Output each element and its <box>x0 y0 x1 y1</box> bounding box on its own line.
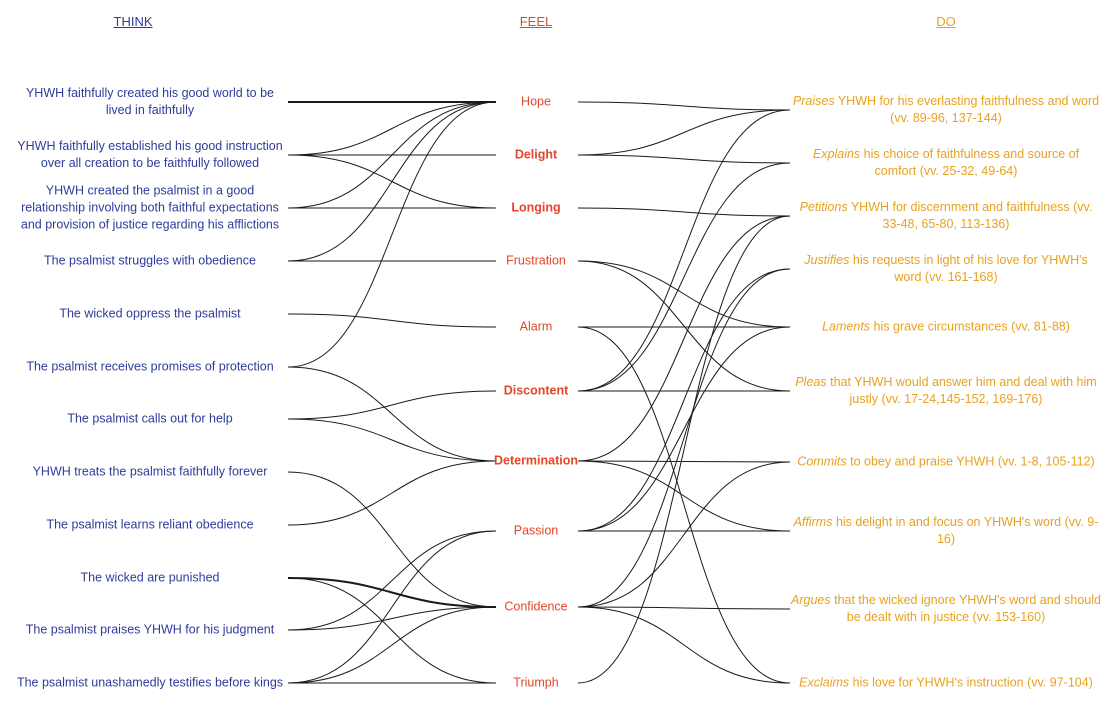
think-node: The psalmist calls out for help <box>67 411 233 426</box>
feel-node: Determination <box>493 453 579 468</box>
think-feel-link <box>287 577 497 684</box>
think-feel-link <box>287 101 497 368</box>
think-feel-link <box>287 366 497 462</box>
think-node: The psalmist learns reliant obedience <box>46 517 254 532</box>
think-node: YHWH treats the psalmist faithfully fore… <box>32 464 268 479</box>
do-node: Praises YHWH for his everlasting faithfu… <box>791 93 1101 127</box>
do-text: his grave circumstances (vv. 81-88) <box>870 319 1070 334</box>
do-text: to obey and praise YHWH (vv. 1-8, 105-11… <box>846 454 1095 469</box>
do-text: his delight in and focus on YHWH's word … <box>832 515 1099 546</box>
think-node: YHWH faithfully established his good ins… <box>17 139 283 170</box>
feel-do-link <box>577 268 791 532</box>
think-node: YHWH faithfully created his good world t… <box>25 86 275 117</box>
think-node: The psalmist struggles with obedience <box>44 253 256 268</box>
do-node: Argues that the wicked ignore YHWH's wor… <box>791 592 1101 626</box>
think-feel-link <box>287 418 497 462</box>
feel-do-link <box>577 461 791 608</box>
feel-do-link <box>577 460 791 532</box>
feel-node: Passion <box>513 523 559 538</box>
do-verb: Praises <box>792 94 835 108</box>
feel-do-link <box>577 606 791 684</box>
do-verb: Affirms <box>793 515 833 529</box>
feel-header: FEEL <box>519 14 553 29</box>
do-node: Justifies his requests in light of his l… <box>791 252 1101 286</box>
feel-node: Frustration <box>506 253 566 268</box>
do-verb: Pleas <box>795 375 827 389</box>
think-node: The psalmist receives promises of protec… <box>26 359 274 374</box>
think-feel-link <box>287 606 497 631</box>
do-text: that YHWH would answer him and deal with… <box>826 375 1097 406</box>
think-feel-link <box>287 101 497 209</box>
think-feel-link <box>287 460 497 526</box>
do-node: Explains his choice of faithfulness and … <box>791 146 1101 180</box>
feel-do-link <box>577 109 791 156</box>
feel-do-link <box>577 215 791 684</box>
think-feel-link <box>287 530 497 684</box>
do-node: Pleas that YHWH would answer him and dea… <box>791 374 1101 408</box>
feel-do-link <box>577 260 791 392</box>
feel-node: Triumph <box>513 675 559 690</box>
do-verb: Petitions <box>799 200 848 214</box>
feel-do-link <box>577 207 791 217</box>
do-verb: Justifies <box>804 253 850 267</box>
do-header: DO <box>936 14 956 29</box>
feel-do-link <box>577 606 791 610</box>
think-feel-link <box>287 577 497 608</box>
think-node: The wicked oppress the psalmist <box>59 306 241 321</box>
feel-do-link <box>577 101 791 111</box>
feel-do-link <box>577 268 791 608</box>
think-feel-link <box>287 606 497 684</box>
feel-node: Hope <box>521 94 551 109</box>
feel-node: Confidence <box>504 599 568 614</box>
think-node: The wicked are punished <box>80 570 220 585</box>
feel-do-link <box>577 460 791 463</box>
do-verb: Laments <box>822 319 871 334</box>
feel-node: Delight <box>514 147 558 162</box>
feel-do-link <box>577 109 791 392</box>
do-verb: Argues <box>791 593 831 607</box>
do-verb: Exclaims <box>799 675 850 690</box>
feel-do-link <box>577 154 791 164</box>
do-verb: Commits <box>797 454 847 469</box>
think-feel-link <box>287 101 497 156</box>
do-text: YHWH for his everlasting faithfulness an… <box>834 94 1100 125</box>
do-node: Petitions YHWH for discernment and faith… <box>791 199 1101 233</box>
do-verb: Explains <box>812 147 861 161</box>
feel-do-link <box>577 162 791 392</box>
do-node: Laments his grave circumstances (vv. 81-… <box>791 319 1101 336</box>
feel-do-link <box>577 260 791 328</box>
do-text: his requests in light of his love for YH… <box>849 253 1088 284</box>
feel-do-link <box>577 326 791 532</box>
think-feel-link <box>287 390 497 420</box>
think-node: The psalmist praises YHWH for his judgme… <box>25 622 275 637</box>
do-text: that the wicked ignore YHWH's word and s… <box>830 593 1101 624</box>
think-header: THINK <box>113 14 153 29</box>
think-node: The psalmist unashamedly testifies befor… <box>16 675 284 690</box>
do-node: Exclaims his love for YHWH's instruction… <box>791 675 1101 692</box>
think-feel-link <box>287 101 497 262</box>
feel-node: Discontent <box>503 383 569 398</box>
think-feel-link <box>287 530 497 631</box>
feel-do-link <box>577 215 791 462</box>
do-node: Affirms his delight in and focus on YHWH… <box>791 514 1101 548</box>
do-text: YHWH for discernment and faithfulness (v… <box>847 200 1093 231</box>
think-feel-link <box>287 471 497 608</box>
do-text: his choice of faithfulness and source of… <box>860 147 1080 178</box>
think-node: YHWH created the psalmist in a good rela… <box>20 183 280 232</box>
do-text: his love for YHWH's instruction (vv. 97-… <box>849 675 1093 690</box>
feel-node: Alarm <box>519 319 553 334</box>
feel-do-link <box>577 326 791 684</box>
think-feel-link <box>287 313 497 328</box>
feel-node: Longing <box>511 200 561 215</box>
do-node: Commits to obey and praise YHWH (vv. 1-8… <box>791 454 1101 471</box>
